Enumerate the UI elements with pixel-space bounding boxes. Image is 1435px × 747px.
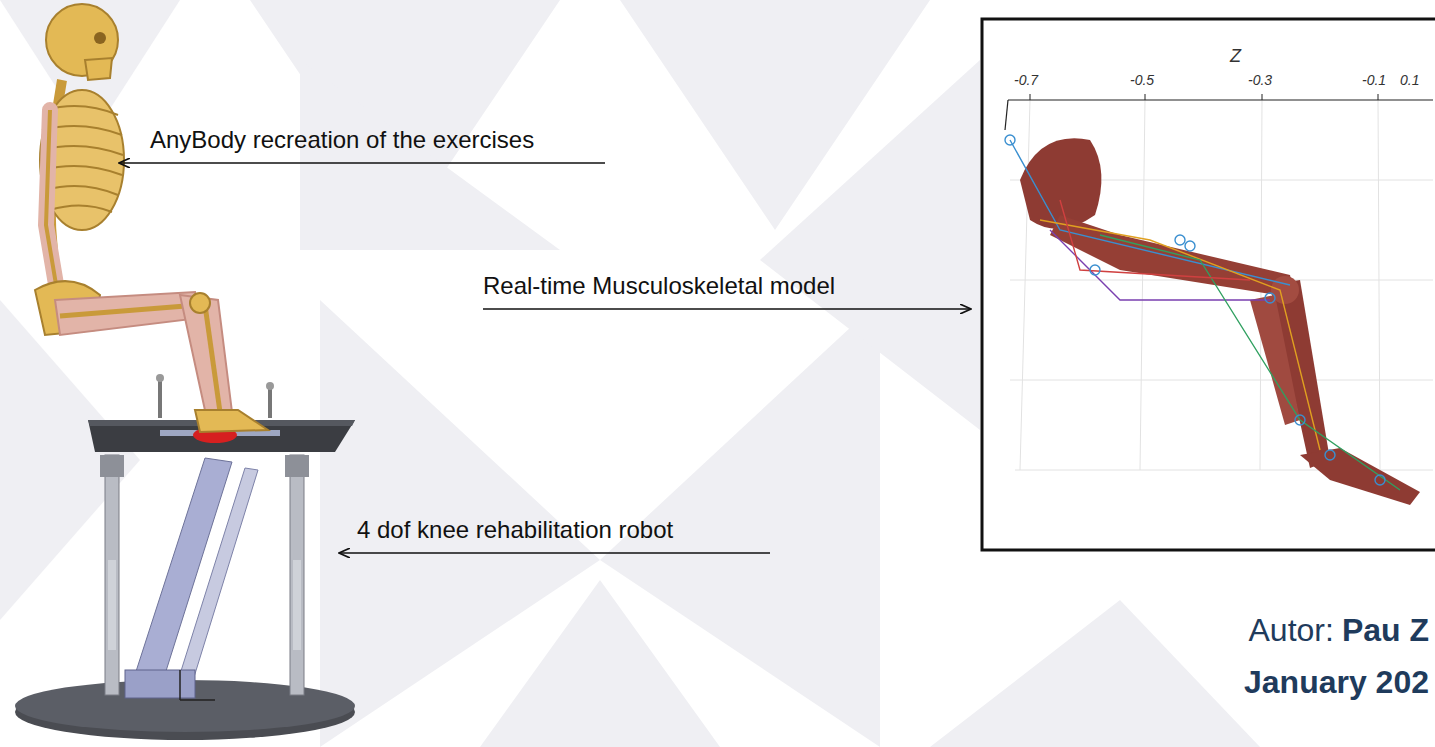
line-shape [158, 380, 162, 418]
polygon-shape [300, 60, 560, 250]
circle-shape [1265, 293, 1275, 303]
circle-shape [1185, 241, 1195, 251]
g-shape [1030, 94, 1378, 100]
circle-shape [190, 293, 210, 313]
author-label: Autor: [1249, 612, 1334, 649]
path-shape [1010, 140, 1290, 285]
callout-label: AnyBody recreation of the exercises [150, 126, 534, 154]
tick-label: -0.1 [1362, 72, 1386, 88]
line-shape [180, 699, 215, 701]
tick-label: -0.3 [1248, 72, 1272, 88]
axis-title: Z [1230, 46, 1241, 67]
polygon-shape [175, 468, 258, 690]
rect-shape [108, 560, 116, 650]
line-shape [60, 305, 198, 316]
line-shape [205, 305, 220, 412]
line-shape [340, 552, 770, 554]
line-shape [179, 670, 181, 700]
leader-lines [120, 163, 970, 553]
line-shape [120, 162, 605, 164]
line-shape [1378, 94, 1379, 100]
line-shape [1020, 100, 1030, 470]
path-shape [1050, 230, 1270, 300]
rect-shape [982, 19, 1435, 550]
line-shape [1378, 100, 1380, 470]
rect-shape [285, 455, 309, 477]
circle-shape [266, 382, 274, 390]
polygon-shape [760, 60, 980, 430]
skeleton-model [35, 4, 268, 432]
circle-shape [1005, 135, 1015, 145]
g-shape [1005, 135, 1385, 485]
path-shape [1060, 200, 1250, 280]
line-shape [268, 388, 272, 418]
path-shape [195, 410, 268, 432]
circle-shape [1325, 450, 1335, 460]
g-shape [1010, 140, 1400, 490]
author-name: Pau Z [1342, 612, 1429, 649]
tick-label: -0.5 [1130, 72, 1154, 88]
circle-shape [1175, 235, 1185, 245]
path-shape [1300, 448, 1420, 505]
line-shape [1262, 94, 1263, 100]
rect-shape [105, 455, 119, 695]
circle-shape [94, 32, 106, 44]
plot-panel [982, 19, 1435, 550]
rect-shape [293, 560, 301, 650]
author-line: Autor:Pau Z [1249, 612, 1430, 649]
tick-label: 0.1 [1400, 72, 1419, 88]
line-shape [1140, 100, 1145, 470]
rect-shape [100, 455, 124, 477]
rect-shape [290, 455, 304, 695]
circle-shape [1295, 415, 1305, 425]
rehabilitation-robot [15, 455, 355, 740]
line-shape [1010, 380, 1433, 381]
line-shape [1030, 94, 1031, 100]
date-label: January 202 [1244, 664, 1429, 701]
path-shape [1250, 295, 1300, 425]
tick-label: -0.7 [1014, 72, 1038, 88]
musculoskeletal-model [1005, 135, 1420, 505]
polygon-shape [480, 580, 720, 747]
line-shape [483, 308, 970, 310]
callout-label: Real-time Musculoskeletal model [483, 272, 835, 300]
path-shape [45, 186, 118, 195]
circle-shape [1090, 265, 1100, 275]
circle-shape [1375, 475, 1385, 485]
line-shape [1008, 99, 1433, 100]
path-shape [55, 292, 200, 335]
line-shape [1005, 100, 1008, 130]
line-shape [1145, 94, 1146, 100]
path-shape [50, 205, 112, 212]
path-shape [85, 58, 112, 80]
circle-shape [156, 374, 164, 382]
g-shape [1010, 100, 1433, 470]
rect-shape [125, 670, 195, 698]
callout-label: 4 dof knee rehabilitation robot [357, 516, 673, 544]
path-shape [180, 295, 232, 415]
polygon-shape [930, 600, 1260, 747]
